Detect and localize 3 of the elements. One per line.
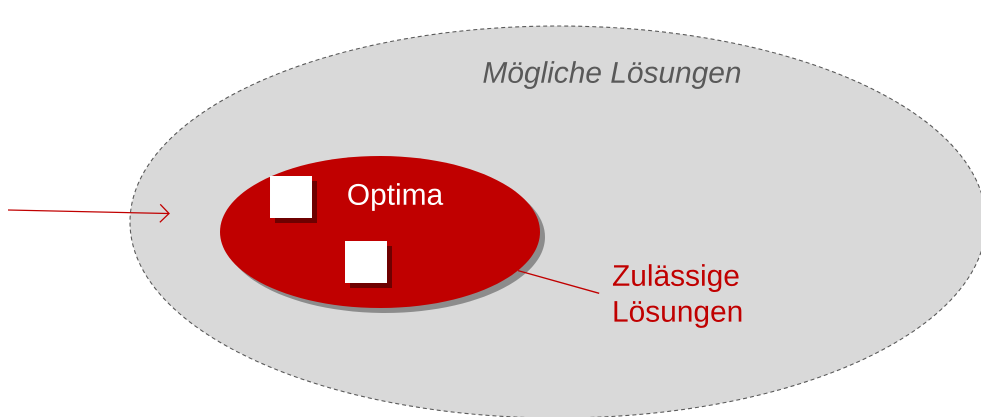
arrow xyxy=(8,204,170,223)
region-label: Zulässige Lösungen xyxy=(612,264,742,328)
heading-text: Mögliche Lösungen xyxy=(483,61,740,89)
